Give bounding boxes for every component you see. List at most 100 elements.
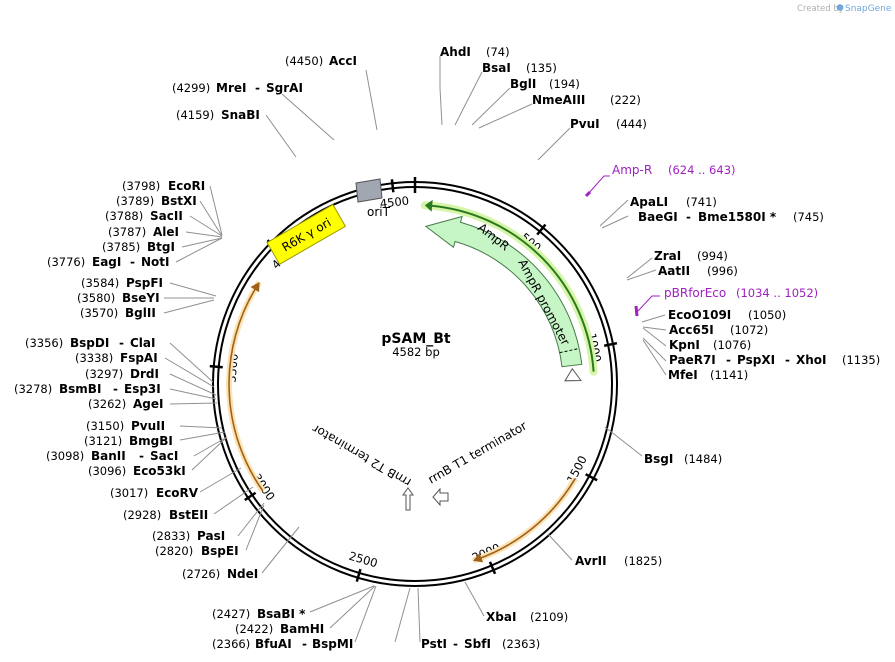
site-bfuai: BfuAI (255, 637, 292, 651)
site-pspxi: PspXI (737, 353, 775, 367)
site-bmgbi-pos: (3121) (84, 434, 122, 448)
tick-mark (536, 223, 547, 236)
site-avrii: AvrII (575, 554, 607, 568)
site-pspfi: PspFI (126, 276, 163, 290)
site-pvuii: PvuII (131, 419, 165, 433)
rrnb-t1-label: rrnB T1 terminator (426, 419, 530, 487)
ampr-dash (559, 347, 580, 354)
site-bglii-pos: (3570) (80, 306, 118, 320)
site-apali-pos: (741) (686, 195, 717, 209)
site-psti-pos: (2363) (502, 637, 540, 651)
site-nmeaiii-pos: (222) (610, 93, 641, 107)
site-leaders (163, 56, 667, 643)
site-bsteii: BstEII (169, 508, 208, 522)
site-fspai-pos: (3338) (75, 351, 113, 365)
primer-pbrforeco-range: (1034 .. 1052) (736, 286, 818, 300)
site-bmgbi: BmgBI (129, 434, 173, 448)
ampr-arrowhead-icon (424, 199, 433, 212)
site-bspdi: BspDI (70, 336, 109, 350)
rrnb-t1-arrow-icon (432, 487, 449, 507)
ampr-line (429, 204, 595, 372)
orf-reverse-arrowhead-icon (250, 281, 260, 293)
site-ecorv-pos: (3017) (110, 486, 148, 500)
site-ahdi: AhdI (440, 45, 471, 59)
site-clai: ClaI (130, 336, 155, 350)
site-drdi: DrdI (130, 367, 159, 381)
primer-amp-r-name: Amp-R (612, 163, 652, 177)
site-banii-pos: (3098) (46, 449, 84, 463)
site-bsai-pos: (135) (526, 61, 557, 75)
tick-mark (390, 179, 395, 193)
r6k-box (266, 203, 347, 265)
site-mrei-pos: (4299) (172, 81, 210, 95)
site-bsabi-pos: (2427) (212, 607, 250, 621)
site-bsgi: BsgI (644, 452, 673, 466)
tick-mark (355, 568, 362, 582)
site-ecoo109i: EcoO109I (668, 308, 731, 322)
site-banii-sep: - (139, 449, 144, 463)
site-bseyi-pos: (3580) (77, 291, 115, 305)
orf-forward-arrowhead-icon (472, 553, 484, 563)
site-esp3i: Esp3I (124, 382, 161, 396)
site-acc65i-pos: (1072) (730, 323, 768, 337)
orit-label: oriT (367, 205, 391, 219)
site-sacii-pos: (3788) (105, 209, 143, 223)
credit: Created by SnapGene (797, 4, 892, 14)
site-bglii: BglII (125, 306, 156, 320)
tick-label: 4500 (379, 194, 410, 211)
site-baegi-pos: (745) (793, 210, 824, 224)
primer-pbrforeco-name: pBRforEco (664, 286, 726, 300)
tick-mark (209, 364, 223, 369)
site-bstxi-pos: (3789) (116, 194, 154, 208)
site-sbfi: SbfI (464, 637, 491, 651)
site-ecoo109i-pos: (1050) (748, 308, 786, 322)
site-bsmbi-sep: - (113, 382, 118, 396)
site-bsgi-pos: (1484) (684, 452, 722, 466)
site-drdi-pos: (3297) (85, 367, 123, 381)
site-saci: SacI (150, 449, 178, 463)
site-psti-sep: - (453, 637, 458, 651)
site-aatii-pos: (996) (707, 264, 738, 278)
site-btgi: BtgI (147, 240, 175, 254)
site-acc65i: Acc65I (669, 323, 714, 337)
site-acci-pos: (4450) (285, 54, 323, 68)
site-bamhi-pos: (2422) (235, 622, 273, 636)
site-ecorv: EcoRV (156, 486, 199, 500)
site-ecori: EcoRI (168, 179, 205, 193)
site-eagi-pos: (3776) (47, 255, 85, 269)
site-pspfi-pos: (3584) (81, 276, 119, 290)
site-bgli-pos: (194) (549, 77, 580, 91)
tick-label: 2500 (347, 549, 379, 571)
orit-feature (355, 178, 383, 203)
site-kpni: KpnI (669, 338, 700, 352)
site-ndei: NdeI (227, 567, 258, 581)
site-bfuai-sep: - (302, 637, 307, 651)
credit-prefix: Created by (797, 4, 844, 14)
backbone: 50010001500200025003000350040004500 (209, 177, 618, 587)
site-baegi-sep: - (686, 210, 691, 224)
site-bgli: BglI (510, 77, 536, 91)
site-psti: PstI (421, 637, 447, 651)
primer-pbrforeco-leader (637, 295, 660, 312)
site-snabi: SnaBI (221, 108, 260, 122)
site-eco53ki-pos: (3096) (88, 464, 126, 478)
site-alei-pos: (3787) (108, 225, 146, 239)
site-bspdi-sep: - (119, 336, 124, 350)
site-kpni-pos: (1076) (713, 338, 751, 352)
site-nmeaiii: NmeAIII (532, 93, 585, 107)
site-xbai-pos: (2109) (530, 610, 568, 624)
ampr-promoter-label: AmpR promoter (515, 257, 572, 348)
plasmid-name: pSAM_Bt (381, 331, 451, 347)
primer-pbrforeco-marker (634, 305, 639, 317)
site-bsteii-pos: (2928) (123, 508, 161, 522)
site-xbai: XbaI (486, 610, 516, 624)
site-paer7i-pos: (1135) (842, 353, 880, 367)
primer-amp-r-range: (624 .. 643) (668, 163, 736, 177)
site-zrai: ZraI (654, 249, 681, 263)
site-btgi-pos: (3785) (102, 240, 140, 254)
site-zrai-pos: (994) (697, 249, 728, 263)
site-mfei: MfeI (668, 368, 698, 382)
site-sgrai: SgrAI (266, 81, 303, 95)
plasmid-length: 4582 bp (392, 345, 440, 359)
